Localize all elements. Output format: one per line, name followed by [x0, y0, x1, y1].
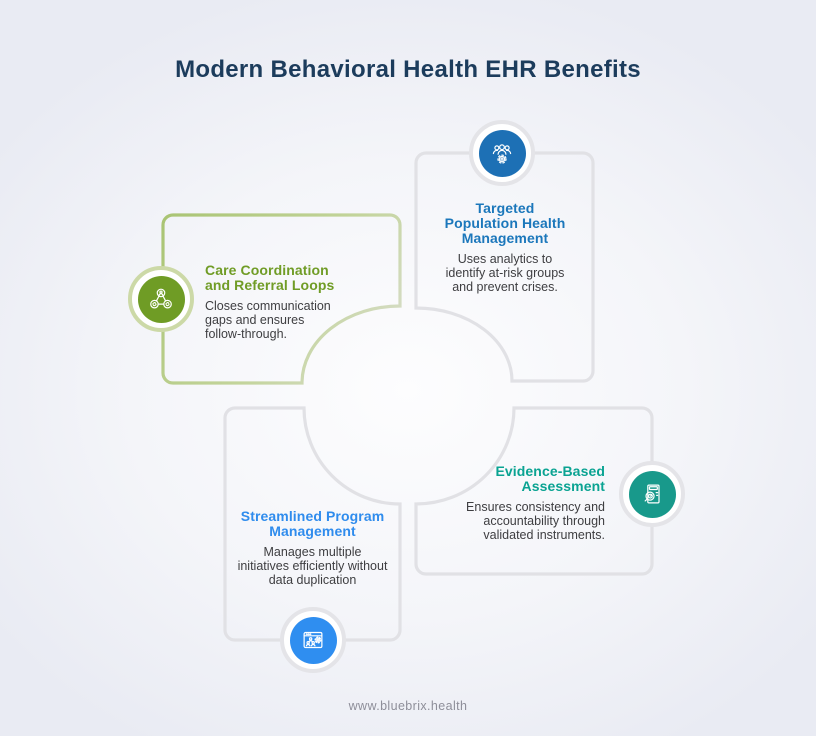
card-streamlined-program: Streamlined Program Management Manages m…: [226, 508, 399, 588]
footer-url: www.bluebrix.health: [348, 699, 468, 713]
card-outline-streamlined-program: [223, 406, 402, 642]
assessment-report-icon: [619, 461, 685, 527]
program-window-icon: [280, 607, 346, 673]
card-title: Streamlined Program Management: [240, 508, 385, 539]
card-body: Closes communication gaps and ensures fo…: [205, 298, 331, 342]
referral-loop-icon: [128, 266, 194, 332]
card-title: Evidence-Based Assessment: [495, 463, 605, 494]
card-care-coordination: Care Coordination and Referral Loops Clo…: [205, 262, 383, 342]
card-targeted-population: Targeted Population Health Management Us…: [416, 200, 594, 295]
card-body: Manages multiple initiatives efficiently…: [237, 544, 388, 588]
population-group-icon: [469, 120, 535, 186]
card-outline-evidence-based: [414, 406, 654, 576]
card-body: Ensures consistency and accountability t…: [466, 499, 605, 543]
page-title: Modern Behavioral Health EHR Benefits: [175, 56, 641, 83]
card-body: Uses analytics to identify at-risk group…: [445, 251, 565, 295]
card-outline-care-coordination: [161, 213, 402, 385]
card-title: Targeted Population Health Management: [444, 200, 566, 246]
card-evidence-based: Evidence-Based Assessment Ensures consis…: [416, 463, 605, 543]
card-outline-targeted-population: [414, 151, 595, 383]
card-title: Care Coordination and Referral Loops: [205, 262, 335, 293]
